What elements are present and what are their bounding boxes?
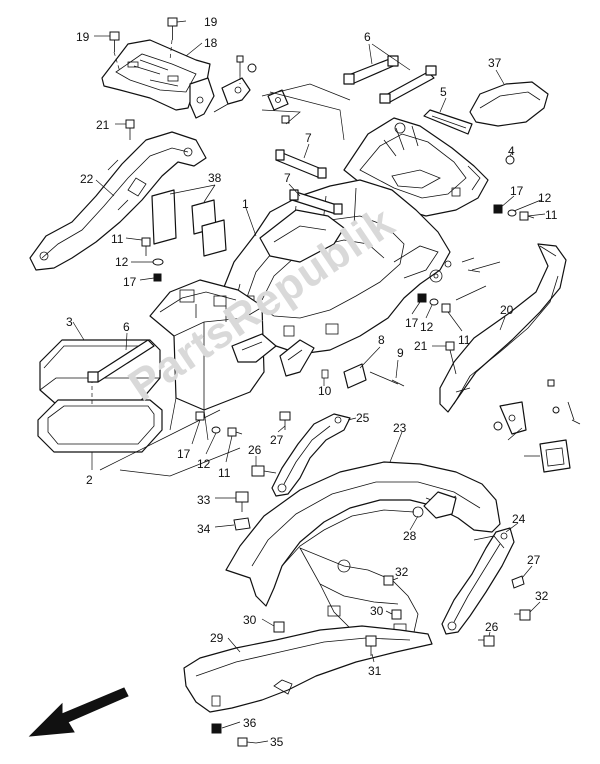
callout-11: 11 xyxy=(458,333,471,347)
side-stay-24 xyxy=(441,522,519,635)
callout-26: 26 xyxy=(485,620,499,634)
callout-17: 17 xyxy=(405,316,419,330)
callout-27: 27 xyxy=(527,553,541,567)
callout-21: 21 xyxy=(96,118,110,132)
fastener-set-right-mid xyxy=(411,293,463,375)
callout-29: 29 xyxy=(210,631,224,645)
callout-11: 11 xyxy=(545,208,558,222)
callout-26: 26 xyxy=(248,443,262,457)
callout-28: 28 xyxy=(403,529,417,543)
pad-38 xyxy=(151,184,227,257)
fastener-set-left xyxy=(125,237,164,282)
callout-3: 3 xyxy=(66,315,73,329)
callout-36: 36 xyxy=(243,716,257,730)
fastener-set-middle xyxy=(279,339,405,389)
fastener-set-lower-left xyxy=(191,411,243,463)
callout-5: 5 xyxy=(440,85,447,99)
callout-24: 24 xyxy=(512,512,526,526)
callout-38: 38 xyxy=(208,171,222,185)
battery-box xyxy=(149,279,277,411)
callout-11: 11 xyxy=(218,466,231,480)
callout-22: 22 xyxy=(80,172,94,186)
callout-10: 10 xyxy=(318,384,332,398)
seat-cover-37 xyxy=(469,69,549,127)
callout-34: 34 xyxy=(197,522,211,536)
strap-6-lower xyxy=(87,332,155,383)
callout-17: 17 xyxy=(123,275,137,289)
callout-7: 7 xyxy=(284,171,291,185)
callout-37: 37 xyxy=(488,56,502,70)
callout-19: 19 xyxy=(76,30,90,44)
callout-31: 31 xyxy=(368,664,382,678)
callout-32: 32 xyxy=(535,589,549,603)
callout-6: 6 xyxy=(123,320,130,334)
fastener-33-34 xyxy=(214,491,251,531)
bolt-19-right xyxy=(167,17,178,40)
callout-17: 17 xyxy=(510,184,524,198)
callout-2: 2 xyxy=(86,473,93,487)
fastener-27-32-26-right xyxy=(478,565,541,647)
fender-flap-29 xyxy=(183,625,433,713)
callout-8: 8 xyxy=(378,333,385,347)
callout-1: 1 xyxy=(242,197,249,211)
callout-27: 27 xyxy=(270,433,284,447)
strap-7 xyxy=(275,143,343,215)
callout-11: 11 xyxy=(111,232,124,246)
callout-12: 12 xyxy=(420,320,434,334)
callout-12: 12 xyxy=(115,255,129,269)
hinge-arm-22 xyxy=(29,119,207,271)
bracket-clip-top xyxy=(213,55,301,125)
rear-frame-1 xyxy=(221,179,452,355)
callout-6: 6 xyxy=(364,30,371,44)
side-cover-20 xyxy=(439,243,567,413)
fastener-36-35 xyxy=(211,721,269,747)
callout-25: 25 xyxy=(356,411,370,425)
fastener-27-26 xyxy=(251,411,291,477)
callout-18: 18 xyxy=(204,36,218,50)
callout-12: 12 xyxy=(538,191,552,205)
callout-12: 12 xyxy=(197,457,211,471)
reflector-mount-right xyxy=(493,379,581,473)
callout-9: 9 xyxy=(397,346,404,360)
callout-30: 30 xyxy=(243,613,257,627)
mud-stay-25 xyxy=(271,413,357,497)
callout-32: 32 xyxy=(395,565,409,579)
callout-17: 17 xyxy=(177,447,191,461)
bolt-19-left xyxy=(109,31,120,52)
front-direction-arrow-icon xyxy=(28,687,129,737)
reflector-strip-5 xyxy=(423,97,473,135)
rear-fender-23 xyxy=(225,431,501,641)
callout-35: 35 xyxy=(270,735,284,749)
callout-20: 20 xyxy=(500,303,514,317)
battery-tray-2 xyxy=(37,382,163,470)
callout-4: 4 xyxy=(508,144,515,158)
callout-23: 23 xyxy=(393,421,407,435)
callout-19: 19 xyxy=(204,15,218,29)
fastener-32-30-middle xyxy=(261,575,402,633)
callout-33: 33 xyxy=(197,493,211,507)
fastener-set-right-upper xyxy=(493,151,546,221)
callout-21: 21 xyxy=(414,339,428,353)
strap-6-top xyxy=(343,43,437,104)
bracket-18 xyxy=(101,39,215,119)
callout-30: 30 xyxy=(370,604,384,618)
callout-7: 7 xyxy=(305,131,312,145)
